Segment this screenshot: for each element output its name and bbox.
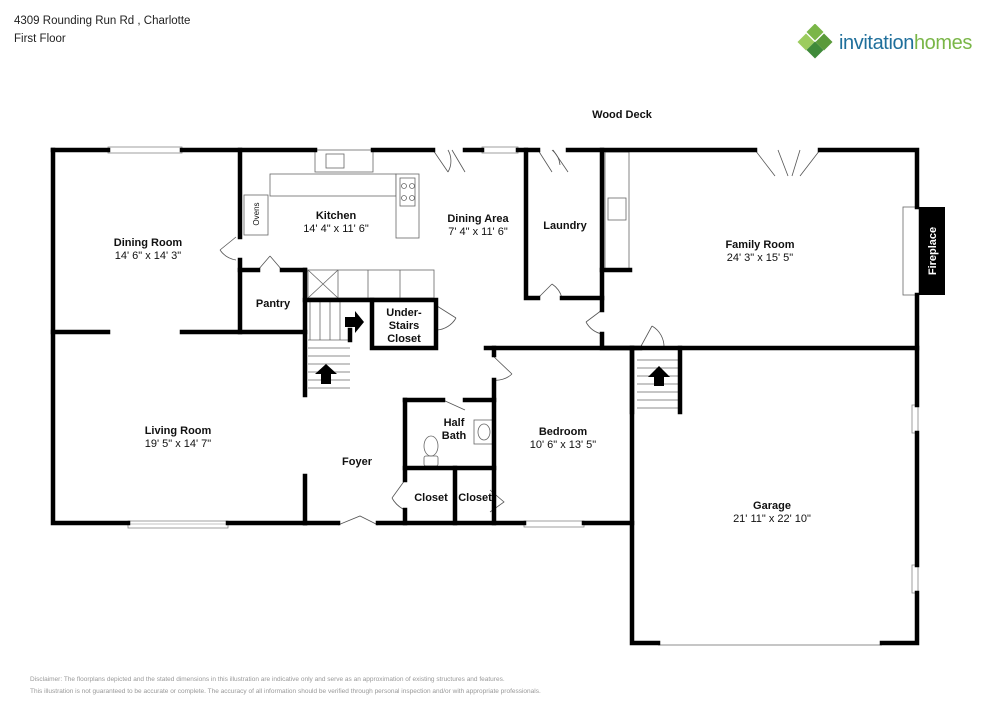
family-room-label: Family Room — [725, 239, 794, 251]
living-room-dims: 19' 5" x 14' 7" — [145, 438, 212, 450]
disclaimer-line-1: Disclaimer: The floorplans depicted and … — [30, 676, 505, 683]
dining-room-label: Dining Room — [114, 237, 183, 249]
garage-stairs-arrow-up-icon — [648, 366, 670, 386]
ovens-label: Ovens — [252, 202, 261, 225]
living-room-label: Living Room — [145, 425, 212, 437]
laundry-label: Laundry — [543, 220, 587, 232]
kitchen-dims: 14' 4" x 11' 6" — [303, 223, 369, 235]
half-bath-line1: Half — [444, 417, 465, 429]
stair-arrows — [315, 311, 670, 386]
half-bath-line2: Bath — [442, 430, 467, 442]
foyer-label: Foyer — [342, 456, 373, 468]
stairs-arrow-up-icon — [315, 364, 337, 384]
garage-dims: 21' 11" x 22' 10" — [733, 513, 811, 525]
logo-wordmark: invitationhomes — [839, 32, 972, 55]
under-stairs-closet-line3: Closet — [387, 333, 421, 345]
garage-label: Garage — [753, 500, 791, 512]
under-stairs-closet-line1: Under- — [386, 307, 422, 319]
dining-area-dims: 7' 4" x 11' 6" — [448, 226, 508, 238]
fireplace — [919, 207, 945, 295]
logo-mark-icon — [797, 23, 833, 59]
wood-deck-label: Wood Deck — [592, 109, 653, 121]
dining-area-label: Dining Area — [447, 213, 509, 225]
invitation-homes-logo: invitationhomes — [796, 23, 981, 64]
floor-label: First Floor — [14, 33, 66, 45]
bedroom-label: Bedroom — [539, 426, 588, 438]
family-room-dims: 24' 3" x 15' 5" — [727, 252, 794, 264]
stairs-arrow-right-icon — [345, 311, 364, 333]
pantry-label: Pantry — [256, 298, 291, 310]
dining-room-dims: 14' 6" x 14' 3" — [115, 250, 182, 262]
logo-word-homes: homes — [913, 32, 972, 54]
kitchen-label: Kitchen — [316, 210, 357, 222]
closet-b-label: Closet — [458, 492, 492, 504]
disclaimer-line-2: This illustration is not guaranteed to b… — [30, 688, 541, 695]
logo-word-invitation: invitation — [839, 32, 914, 54]
closet-a-label: Closet — [414, 492, 448, 504]
bedroom-dims: 10' 6" x 13' 5" — [530, 439, 597, 451]
property-address: 4309 Rounding Run Rd , Charlotte — [14, 15, 191, 27]
walls — [50, 147, 920, 646]
under-stairs-closet-line2: Stairs — [389, 320, 420, 332]
fireplace-label: Fireplace — [927, 227, 939, 275]
windows — [107, 146, 919, 594]
